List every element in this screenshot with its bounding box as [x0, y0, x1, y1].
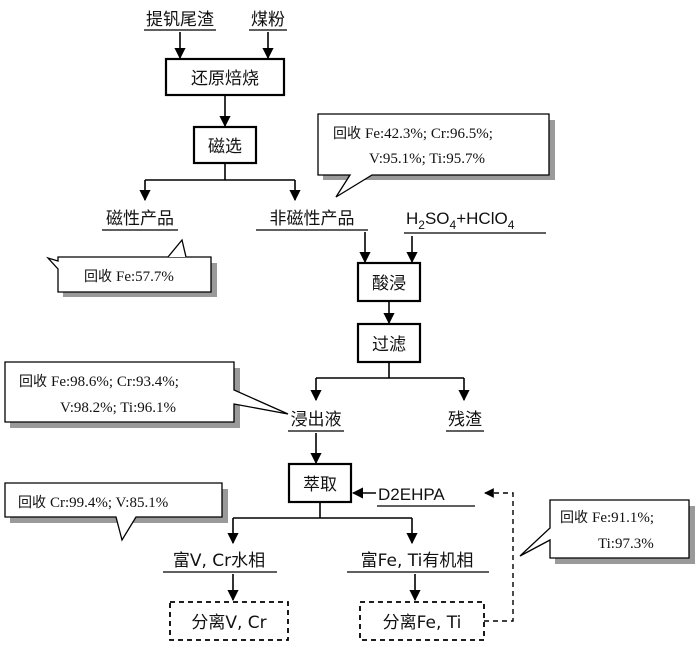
step-separate-fe-ti: [359, 601, 485, 641]
step-reduction-roast-label: 还原焙烧: [191, 69, 259, 89]
step-separate-fe-ti-label: 分离Fe, Ti: [383, 613, 462, 633]
callout-nonmagnetic-recovery: [317, 113, 550, 198]
step-separate-v-cr: [169, 601, 289, 641]
product-aqueous-phase: 富V, Cr水相: [173, 551, 265, 571]
callout-nonmagnetic-line2: V:95.1%; Ti:95.7%: [369, 151, 485, 167]
step-acid-leach: [356, 261, 422, 303]
step-reduction-roast: [164, 57, 286, 97]
product-residue: 残渣: [448, 410, 482, 430]
product-nonmagnetic: 非磁性产品: [270, 209, 355, 229]
product-magnetic: 磁性产品: [106, 209, 174, 229]
input-acids: H2SO4+HClO4: [406, 209, 515, 232]
step-filtration: [356, 322, 422, 364]
step-solvent-extraction-label: 萃取: [303, 475, 337, 495]
callout-extraction-recovery: [4, 482, 223, 542]
input-slag: 提钒尾渣: [146, 10, 214, 30]
step-magnetic-separation-label: 磁选: [208, 137, 242, 157]
step-acid-leach-label: 酸浸: [372, 274, 406, 294]
callout-organic-line2: Ti:97.3%: [598, 536, 654, 552]
product-leachate: 浸出液: [291, 410, 342, 430]
callout-magnetic-recovery: [45, 256, 212, 293]
step-solvent-extraction: [287, 462, 353, 504]
step-filtration-label: 过滤: [372, 335, 406, 355]
callout-leachate-line2: V:98.2%; Ti:96.1%: [60, 400, 176, 416]
recycle-d2ehpa-dashed-arrow: [484, 488, 514, 622]
reagent-d2ehpa: D2EHPA: [378, 485, 445, 504]
callout-organic-recovery: [519, 499, 690, 559]
product-organic-phase: 富Fe, Ti有机相: [361, 551, 474, 571]
step-separate-v-cr-label: 分离V, Cr: [191, 613, 266, 633]
callout-magnetic-pointer: [167, 238, 187, 258]
callout-leachate-recovery: [4, 361, 289, 423]
input-coal: 煤粉: [251, 10, 285, 30]
